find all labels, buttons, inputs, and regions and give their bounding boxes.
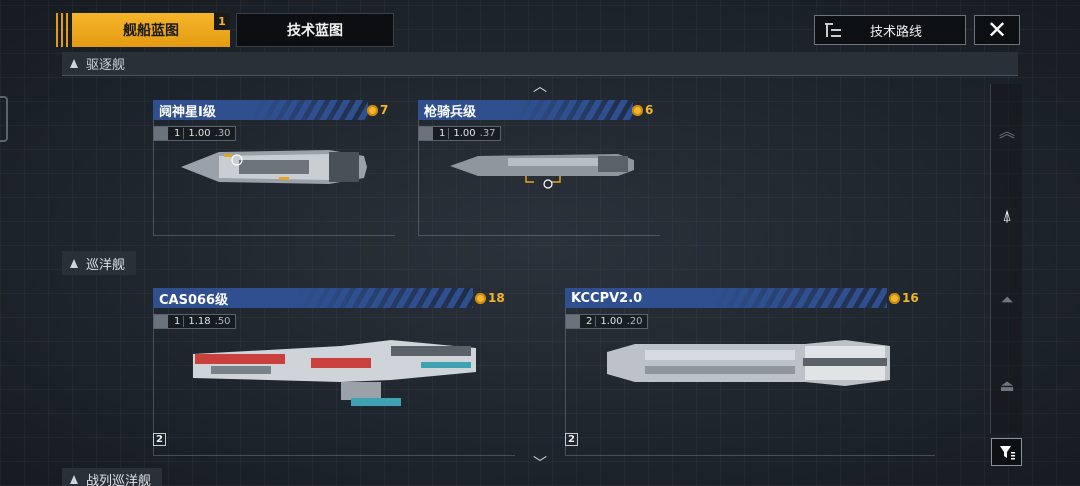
frigate-class-icon[interactable]: ⍋ (1002, 206, 1012, 225)
ship-cost: 18 (475, 291, 505, 305)
battlecruiser-class-icon (70, 474, 78, 484)
ship-name: CAS066级 (153, 288, 473, 308)
tech-route-button[interactable]: 技术路线 (814, 15, 966, 45)
ship-stats: 1 1.00 .30 (153, 126, 236, 141)
battleship-class-icon[interactable]: ⏏ (999, 376, 1015, 395)
ship-cost: 6 (632, 103, 653, 117)
ship-lancer-image (450, 154, 634, 189)
resource-coin-icon (889, 292, 900, 304)
card-frame (418, 120, 660, 236)
tab-label: 技术蓝图 (287, 23, 343, 39)
section-header-battlecruiser[interactable]: 战列巡洋舰 (62, 468, 162, 486)
ship-cost: 7 (367, 103, 388, 117)
section-label: 驱逐舰 (86, 58, 126, 73)
tech-tree-icon (825, 22, 841, 38)
ship-name: 阋神星I级 (153, 100, 368, 120)
section-header-destroyer[interactable]: 驱逐舰 (62, 52, 1018, 76)
ship-type-icon (154, 315, 168, 328)
scroll-down-chevron-icon[interactable]: ﹀ (533, 456, 547, 472)
ship-stats: 1 1.00 .37 (418, 126, 501, 141)
card-frame (153, 308, 515, 456)
tab-tech-blueprint[interactable]: 技术蓝图 (236, 13, 394, 47)
ship-name: KCCPV2.0 (565, 288, 887, 308)
section-header-cruiser[interactable]: 巡洋舰 (62, 251, 136, 275)
resource-coin-icon (367, 104, 378, 116)
destroyer-class-icon[interactable]: ︽ (998, 122, 1015, 141)
resource-coin-icon (475, 292, 486, 304)
top-bar: 舰船蓝图 1 技术蓝图 技术路线 ✕ (56, 13, 1024, 47)
rank-badge: 2 (565, 433, 578, 446)
close-button[interactable]: ✕ (974, 15, 1020, 45)
card-frame (565, 308, 935, 456)
destroyer-class-icon (70, 59, 78, 68)
ship-cost: 16 (889, 291, 919, 305)
tab-ship-blueprint[interactable]: 舰船蓝图 1 (72, 13, 230, 47)
filter-button[interactable] (991, 438, 1022, 466)
tech-route-label: 技术路线 (869, 24, 922, 40)
cruiser-class-icon[interactable]: ⏶ (1000, 290, 1014, 309)
ship-stats: 2 1.00 .20 (565, 314, 648, 329)
section-label: 战列巡洋舰 (86, 473, 152, 486)
ship-type-icon (566, 315, 580, 328)
rank-badge: 2 (153, 433, 166, 446)
ship-type-icon (154, 127, 168, 140)
cruiser-class-icon (70, 258, 78, 268)
side-drawer-handle[interactable] (0, 96, 8, 142)
ship-stats: 1 1.18 .50 (153, 314, 236, 329)
ship-name: 枪骑兵级 (418, 100, 633, 120)
section-label: 巡洋舰 (86, 257, 126, 273)
ship-kccpv2-image (607, 340, 890, 386)
ship-class-rail: ︽ ⍋ ⏶ ⏏ (990, 84, 1022, 434)
resource-coin-icon (632, 104, 643, 116)
ship-eris-image (181, 150, 367, 184)
notification-badge: 1 (214, 13, 230, 30)
card-frame (153, 120, 395, 236)
tab-accent-stripes (56, 13, 68, 47)
tab-label: 舰船蓝图 (123, 23, 179, 39)
close-icon: ✕ (986, 16, 1008, 44)
ship-type-icon (419, 127, 433, 140)
ship-cas066-image (193, 340, 476, 406)
scroll-up-chevron-icon[interactable]: ︿ (533, 79, 547, 95)
filter-icon (999, 446, 1015, 460)
